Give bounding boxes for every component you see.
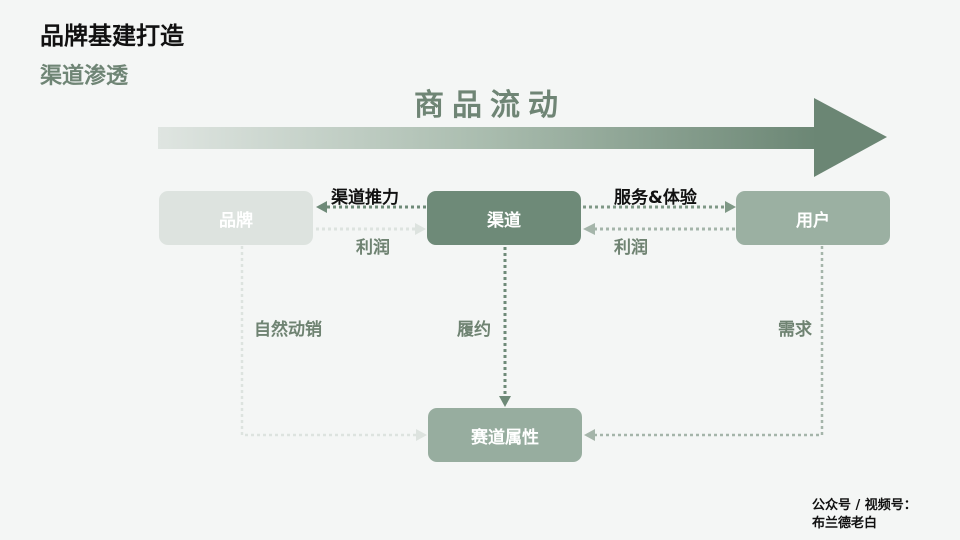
footer-line1: 公众号 / 视频号： xyxy=(812,498,917,513)
flow-label: 商品流动 xyxy=(414,88,566,123)
label-service-experience: 服务&体验 xyxy=(614,188,697,208)
label-natural-sales: 自然动销 xyxy=(254,320,322,340)
service-connector xyxy=(583,201,736,213)
label-channel-push: 渠道推力 xyxy=(331,188,399,208)
flow-arrow-icon xyxy=(158,98,887,177)
natural-sales-connector xyxy=(240,246,427,441)
node-user: 用户 xyxy=(736,191,890,245)
channel-push-connector xyxy=(316,201,426,213)
label-demand: 需求 xyxy=(778,320,812,340)
brand-profit-connector xyxy=(316,223,426,235)
label-brand-profit: 利润 xyxy=(356,238,390,258)
node-channel: 渠道 xyxy=(427,191,581,245)
user-profit-connector xyxy=(583,223,735,235)
footer-line2: 布兰德老白 xyxy=(812,516,878,531)
page-title: 品牌基建打造 xyxy=(40,22,184,50)
label-fulfillment: 履约 xyxy=(457,320,491,340)
node-brand: 品牌 xyxy=(159,191,313,245)
node-track-label: 赛道属性 xyxy=(471,427,539,448)
label-user-profit: 利润 xyxy=(614,238,648,258)
node-brand-label: 品牌 xyxy=(219,210,253,231)
page-subtitle: 渠道渗透 xyxy=(40,64,129,89)
fulfillment-connector xyxy=(499,247,511,407)
node-track: 赛道属性 xyxy=(428,408,582,462)
demand-connector xyxy=(584,246,824,441)
node-user-label: 用户 xyxy=(796,210,830,231)
node-channel-label: 渠道 xyxy=(487,210,521,231)
